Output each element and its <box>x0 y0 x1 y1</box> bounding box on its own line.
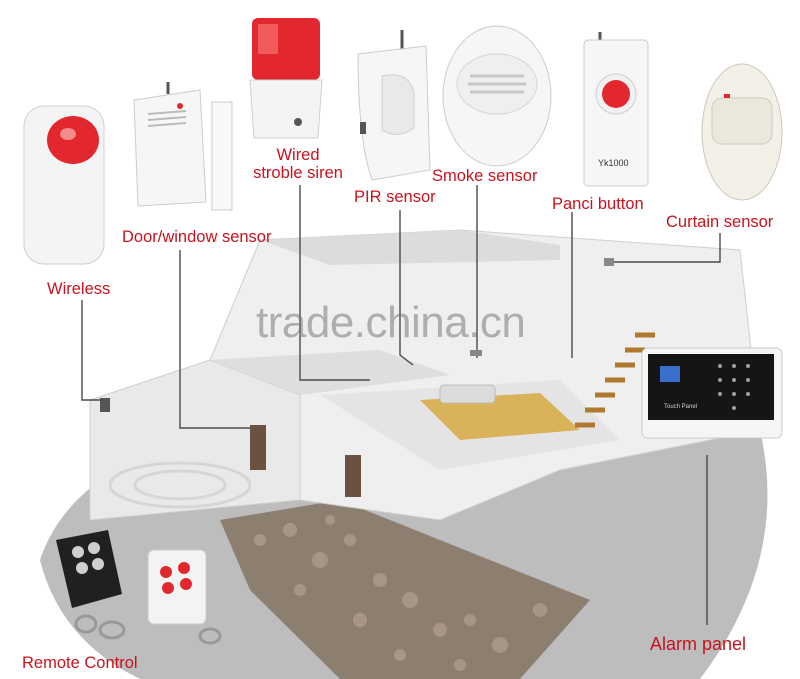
wireless-mini <box>100 398 110 412</box>
label-smoke-sensor: Smoke sensor <box>432 167 538 185</box>
smoke-sensor-device <box>442 25 552 167</box>
label-wired-line2: stroble siren <box>253 164 343 182</box>
wood-rug <box>420 393 580 440</box>
watermark: trade.china.cn <box>256 298 526 347</box>
door-left <box>250 425 266 470</box>
panic-button-device <box>583 32 649 187</box>
alarm-panel-device <box>641 347 783 439</box>
curtain-sensor-device <box>701 63 783 201</box>
gravel-path <box>220 500 590 679</box>
label-door-window-sensor: Door/window sensor <box>122 228 272 246</box>
label-alarm-panel: Alarm panel <box>650 634 747 654</box>
pir-sensor-device <box>357 30 431 181</box>
panel-caption: Touch Panel <box>664 404 698 410</box>
remote-controls-device <box>56 530 222 645</box>
panic-model-text: Yk1000 <box>598 158 629 168</box>
label-curtain-sensor: Curtain sensor <box>666 213 774 231</box>
label-panic-button: Panci button <box>552 195 644 213</box>
label-wireless: Wireless <box>47 280 111 298</box>
label-wired-line1: Wired <box>276 146 320 164</box>
door-window-sensor-device <box>133 82 233 211</box>
sofa <box>439 384 496 404</box>
gravel-stones <box>254 515 547 671</box>
leader-lines <box>81 185 721 625</box>
label-remote-control: Remote Control <box>22 654 138 672</box>
door-front <box>345 455 361 497</box>
label-wired-strobe-siren: Wired stroble siren <box>243 146 353 182</box>
wireless-siren-device <box>23 105 105 265</box>
label-pir-sensor: PIR sensor <box>354 188 436 206</box>
wired-strobe-siren-device <box>249 18 323 139</box>
remote-white <box>147 549 222 645</box>
stairs <box>575 332 655 428</box>
remote-black <box>56 530 126 640</box>
